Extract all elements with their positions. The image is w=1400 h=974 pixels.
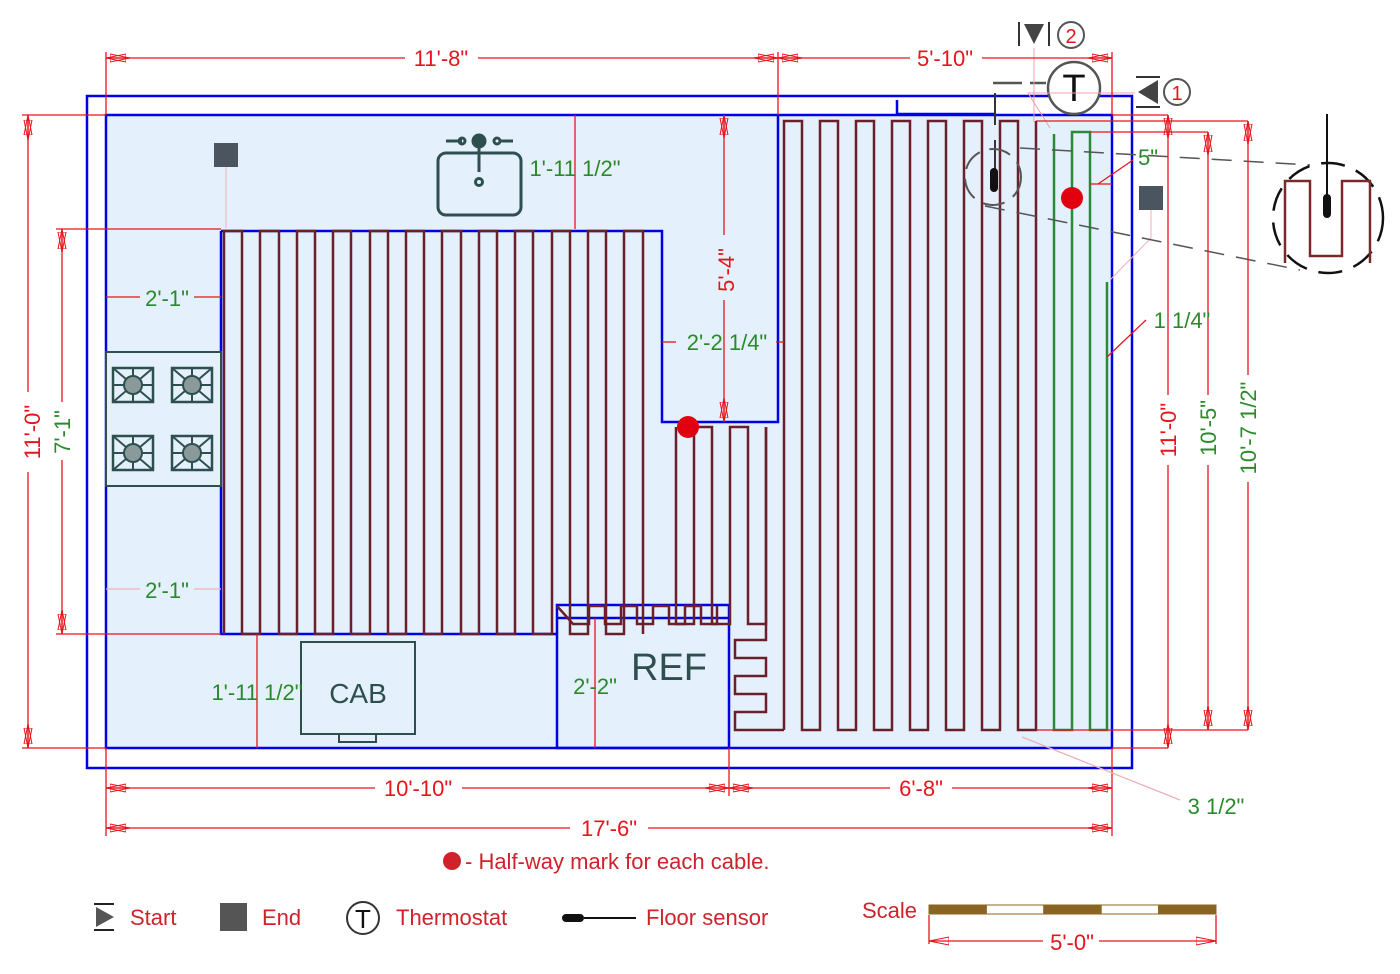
scale-segment	[928, 904, 987, 915]
refrigerator-label: REF	[631, 647, 707, 689]
burner-icon	[170, 434, 214, 472]
halfway-note: - Half-way mark for each cable.	[465, 849, 769, 874]
scale-segment	[1043, 904, 1102, 915]
heating-cables	[222, 119, 1109, 732]
legend-thermostat: T Thermostat	[346, 901, 507, 935]
floor-sensor-icon	[990, 168, 998, 192]
cable-run-middle	[674, 425, 768, 626]
burner-flame	[182, 443, 202, 463]
end-icon	[220, 903, 247, 931]
scale-bar: Scale 5'-0"	[862, 898, 1217, 955]
dim-top-right: 5'-10"	[917, 46, 973, 71]
burner-flame	[123, 375, 143, 395]
start-icon	[94, 903, 114, 931]
dim-bottom-left: 10'-10"	[384, 776, 452, 801]
burner-flame	[123, 443, 143, 463]
dim-top-offset-left: 2'-1"	[145, 286, 189, 311]
leader-line	[1021, 736, 1181, 801]
leader-line	[1097, 159, 1134, 185]
scale-segment	[1158, 904, 1217, 915]
scale-length: 5'-0"	[1050, 930, 1094, 955]
dim-total-width: 17'-6"	[581, 816, 637, 841]
halfway-mark-legend-icon	[443, 852, 461, 870]
cable-run-teeth	[733, 427, 784, 732]
thermostat-icon: T	[346, 901, 380, 935]
burner-flame	[182, 375, 202, 395]
dim-right-height: 11'-0"	[1156, 403, 1181, 457]
burner-icon	[111, 434, 155, 472]
dim-run-height-b: 10'-7 1/2"	[1236, 382, 1261, 475]
svg-text:T: T	[1062, 68, 1085, 110]
leader-line	[1106, 319, 1147, 358]
dim-cab-offset: 1'-11 1/2"	[211, 680, 302, 705]
end-leader	[1109, 210, 1152, 281]
cabinet-label: CAB	[329, 678, 387, 709]
burner-icon	[111, 366, 155, 404]
stove	[105, 351, 222, 487]
scale-segment	[985, 904, 1045, 915]
dim-alcove-height: 5'-4"	[714, 248, 739, 292]
svg-text:2: 2	[1065, 26, 1076, 48]
detail-leader	[1019, 147, 1311, 166]
floor-sensor-icon	[562, 914, 636, 922]
end-icon	[214, 143, 238, 167]
dim-bottom-offset-left: 2'-1"	[145, 578, 189, 603]
dim-alcove-width: 2'-2 1/4"	[687, 330, 768, 355]
detail-callout-circle	[964, 148, 1022, 206]
legend-end: End	[220, 903, 301, 931]
dim-sink-offset: 1'-11 1/2"	[529, 156, 620, 181]
legend-floor-sensor: Floor sensor	[562, 905, 768, 930]
svg-text:1: 1	[1171, 83, 1182, 105]
cable-run-right	[782, 119, 1038, 732]
dim-left-height: 11'-0"	[20, 405, 45, 459]
start-icon-2: 2	[1018, 21, 1085, 49]
legend-start: Start	[94, 903, 176, 931]
start-leader	[1027, 92, 1135, 129]
dim-bottom-right: 6'-8"	[899, 776, 943, 801]
halfway-mark	[1061, 187, 1083, 209]
dim-green-top-gap: 5"	[1138, 145, 1158, 170]
svg-text:Start: Start	[130, 905, 176, 930]
svg-text:End: End	[262, 905, 301, 930]
halfway-mark	[677, 416, 699, 438]
thermostat-icon: T	[1046, 60, 1102, 116]
floor-area	[104, 113, 1114, 750]
dim-cable-height-left: 7'-1"	[50, 410, 75, 454]
cable-run-left	[222, 229, 645, 636]
end-icon	[1139, 186, 1163, 210]
wall-opening	[895, 100, 995, 116]
dim-ref-offset: 2'-2"	[573, 674, 617, 699]
scale-segment	[1100, 904, 1160, 915]
svg-text:Floor sensor: Floor sensor	[646, 905, 768, 930]
sink-icon	[436, 133, 523, 217]
dim-green-side-gap: 1 1/4"	[1154, 308, 1211, 333]
dim-top-left: 11'-8"	[414, 46, 468, 71]
cabinet: CAB	[300, 641, 416, 743]
start-icon-1: 1	[1136, 76, 1191, 108]
dim-run-height-a: 10'-5"	[1196, 400, 1221, 456]
scale-label: Scale	[862, 898, 917, 923]
dim-bottom-gap: 3 1/2"	[1188, 794, 1245, 819]
svg-text:T: T	[355, 904, 371, 934]
cable-run-ref	[556, 604, 719, 626]
detail-view	[1271, 114, 1385, 275]
burner-icon	[170, 366, 214, 404]
svg-text:Thermostat: Thermostat	[396, 905, 507, 930]
